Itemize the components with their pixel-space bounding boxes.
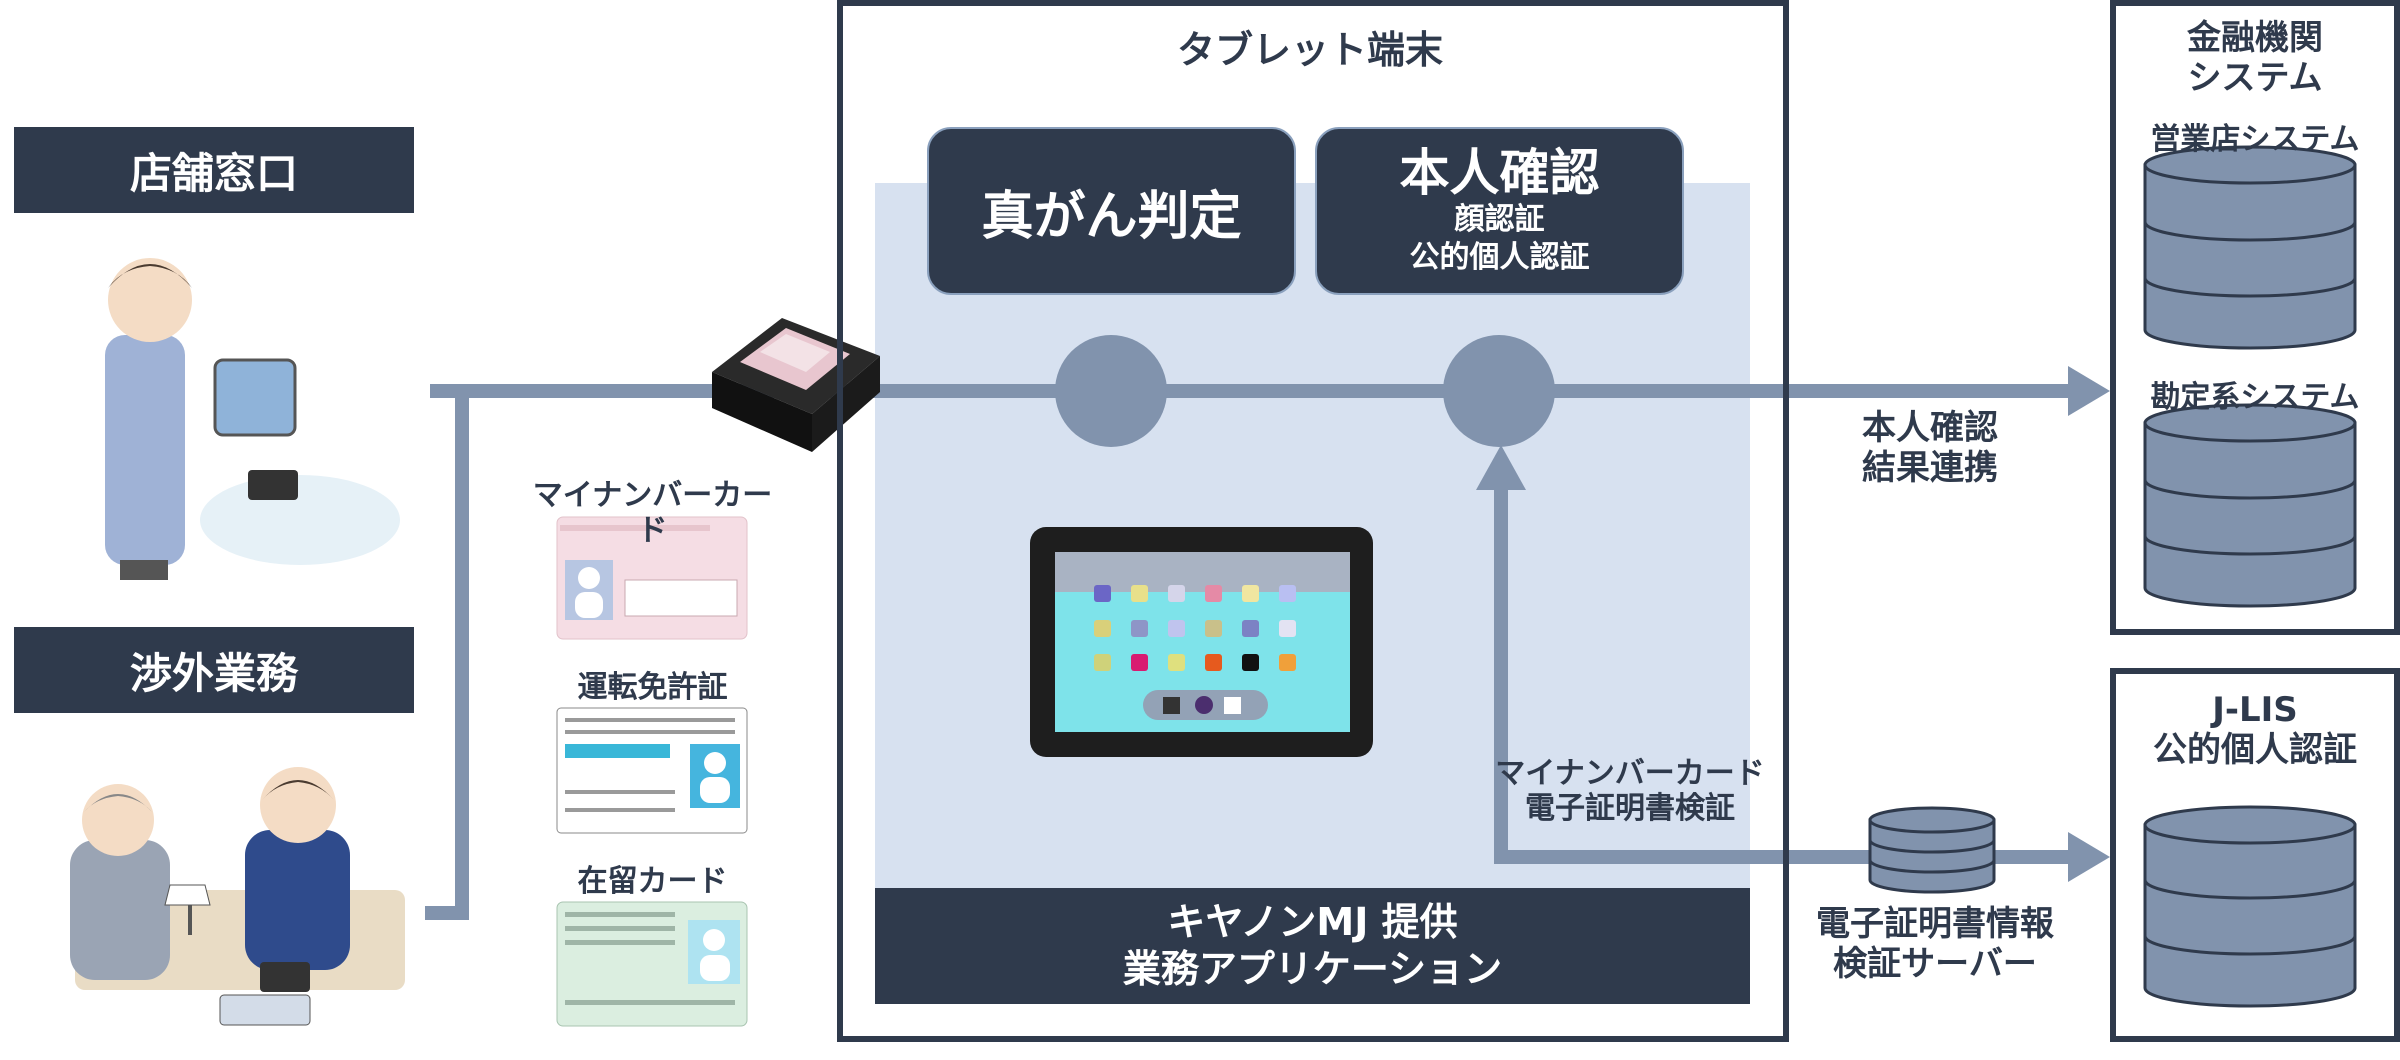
face-auth-label: 顔認証 [1454, 202, 1545, 237]
counter-label: 店舗窓口 [129, 148, 298, 198]
result-link-line1: 本人確認 [1862, 408, 1998, 448]
branch-system-database [2143, 145, 2357, 350]
verification-server-database [1868, 806, 1996, 894]
accounting-system-label: 勘定系システム [2150, 380, 2360, 415]
jlis-title: J-LIS 公的個人認証 [2110, 690, 2400, 770]
cert-verify-line2: 電子証明書検証 [1525, 791, 1735, 827]
identity-verification-title: 本人確認 [1399, 144, 1600, 202]
field-label: 渉外業務 [129, 648, 298, 698]
field-staff-illustration [70, 767, 405, 1026]
financial-system-title-line1: 金融機関 [2187, 18, 2323, 58]
drivers-license-label: 運転免許証 [577, 670, 728, 705]
authenticity-check-label: 真がん判定 [981, 186, 1242, 247]
tablet-frame [837, 0, 1789, 1042]
mynumber-card-image [556, 516, 748, 640]
business-app-box: キヤノンMJ 提供 業務アプリケーション [875, 888, 1750, 1004]
drivers-license-image [556, 707, 748, 834]
arrow-to-jlis [2068, 832, 2110, 882]
jlis-title-line1: J-LIS [2212, 690, 2298, 730]
verify-vertical-line [1494, 480, 1508, 855]
residence-card-image [556, 901, 748, 1027]
financial-system-title-line2: システム [2187, 58, 2323, 99]
jlis-frame [2110, 668, 2400, 1042]
result-link-label: 本人確認 結果連携 [1790, 408, 2070, 488]
left-branch-line [455, 385, 469, 920]
arrow-up-verify [1476, 445, 1526, 490]
accounting-system-database [2143, 403, 2357, 608]
verification-server-line2: 検証サーバー [1833, 944, 2037, 985]
jlis-title-line2: 公的個人認証 [2153, 730, 2357, 771]
business-app-provider: キヤノンMJ 提供 [1167, 899, 1458, 944]
tablet-title: タブレット端末 [1176, 28, 1443, 72]
verification-server-line1: 電子証明書情報 [1816, 904, 2054, 944]
financial-system-frame [2110, 0, 2400, 635]
result-link-line2: 結果連携 [1862, 448, 1998, 489]
public-personal-auth-label: 公的個人認証 [1409, 239, 1590, 275]
jlis-database [2143, 805, 2357, 1008]
branch-system-label: 営業店システム [2150, 122, 2360, 157]
identity-verification-box: 本人確認 顔認証 公的個人認証 [1315, 127, 1684, 295]
verification-server-label: 電子証明書情報 検証サーバー [1790, 904, 2080, 984]
residence-card-label: 在留カード [577, 864, 728, 899]
mynumber-card-label: マイナンバーカード [532, 478, 773, 549]
business-app-name: 業務アプリケーション [1122, 947, 1503, 991]
tablet-device-icon [1030, 527, 1373, 757]
left-branch-bottom [425, 906, 469, 920]
identity-node [1443, 335, 1555, 447]
financial-system-title: 金融機関 システム [2110, 18, 2400, 98]
cert-verify-label: マイナンバーカード 電子証明書検証 [1495, 756, 1765, 827]
counter-staff-illustration [105, 258, 400, 580]
authenticity-check-box: 真がん判定 [927, 127, 1296, 295]
authenticity-node [1055, 335, 1167, 447]
counter-label-box: 店舗窓口 [14, 127, 414, 213]
cert-verify-line1: マイナンバーカード [1495, 756, 1765, 791]
arrow-to-financial-system [2068, 366, 2110, 416]
field-label-box: 渉外業務 [14, 627, 414, 713]
